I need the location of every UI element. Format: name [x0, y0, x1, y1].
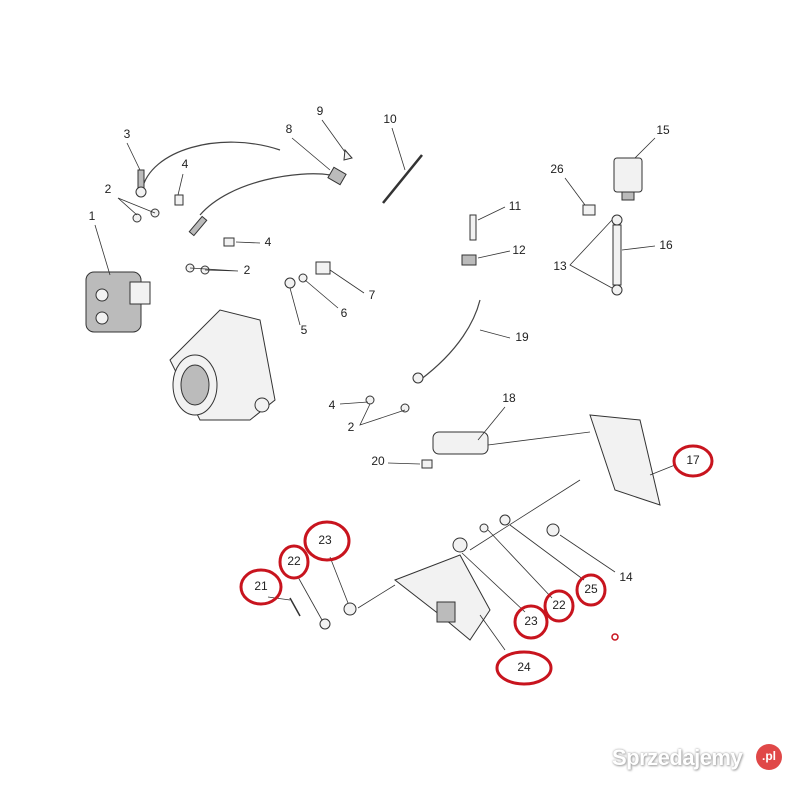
- callout-25: 25: [584, 582, 598, 596]
- callout-26: 26: [550, 162, 564, 176]
- brake-hose-upper: [141, 141, 281, 191]
- brake-caliper: [85, 271, 151, 333]
- callout-3: 3: [124, 127, 131, 141]
- callout-22: 22: [287, 554, 301, 568]
- leader-lines: [94, 119, 676, 651]
- brake-hose-lower: [199, 173, 331, 216]
- wheel-hub: [169, 309, 276, 421]
- callout-17: 17: [686, 453, 700, 467]
- callout-9: 9: [317, 104, 324, 118]
- callout-15: 15: [656, 123, 670, 137]
- callout-2: 2: [105, 182, 112, 196]
- callout-19: 19: [515, 330, 529, 344]
- callout-4: 4: [265, 235, 272, 249]
- callout-18: 18: [502, 391, 516, 405]
- callout-21: 21: [254, 579, 268, 593]
- callout-6: 6: [341, 306, 348, 320]
- watermark-logo-badge: .pl: [756, 744, 782, 770]
- callout-22: 22: [552, 598, 566, 612]
- callout-8: 8: [286, 122, 293, 136]
- callout-4: 4: [329, 398, 336, 412]
- callout-10: 10: [383, 112, 397, 126]
- callout-2: 2: [244, 263, 251, 277]
- callout-labels: 3 4 2 1 4 2 9 8 10 7 6 5 15 26 11 12 13 …: [89, 104, 700, 674]
- callout-23: 23: [318, 533, 332, 547]
- callout-12: 12: [512, 243, 526, 257]
- callout-4: 4: [182, 157, 189, 171]
- watermark-logo: Sprzedajemy: [612, 745, 743, 770]
- callout-13: 13: [553, 259, 567, 273]
- highlight-rings: [239, 444, 714, 686]
- callout-14: 14: [619, 570, 633, 584]
- callout-20: 20: [371, 454, 385, 468]
- callout-2: 2: [348, 420, 355, 434]
- callout-5: 5: [301, 323, 308, 337]
- callout-24: 24: [517, 660, 531, 674]
- callout-11: 11: [509, 199, 522, 213]
- callout-23: 23: [524, 614, 538, 628]
- brake-hose-19: [419, 299, 481, 381]
- callout-1: 1: [89, 209, 96, 223]
- callout-16: 16: [659, 238, 673, 252]
- callout-7: 7: [369, 288, 376, 302]
